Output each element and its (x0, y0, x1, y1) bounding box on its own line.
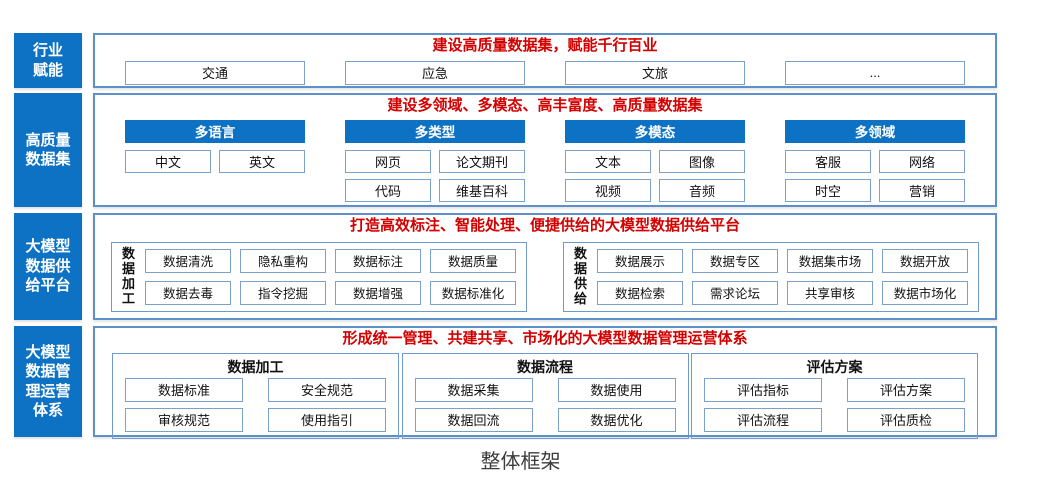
dataset-groups: 多语言 中文 英文 多类型 网页 论文期刊 代码 维基百科 (95, 119, 995, 208)
box-eval-plan: 评估方案 (847, 377, 965, 402)
box-data-usage: 数据使用 (557, 377, 676, 402)
header-data-processing-rules: 数据加工 (227, 358, 284, 375)
box-data-zone: 数据专区 (692, 248, 779, 273)
box-eval-process: 评估流程 (704, 407, 822, 432)
box-data-cleaning: 数据清洗 (145, 248, 232, 273)
box-customer-service: 客服 (785, 149, 871, 173)
box-data-collection: 数据采集 (414, 377, 533, 402)
box-privacy-reconstruction: 隐私重构 (240, 248, 327, 273)
box-wikipedia: 维基百科 (439, 178, 525, 202)
box-sharing-review: 共享审核 (787, 280, 874, 305)
box-eval-quality-check: 评估质检 (847, 407, 965, 432)
box-demand-forum: 需求论坛 (692, 280, 779, 305)
box-audio: 音频 (659, 178, 745, 202)
vlabel-data-supply: 数 据 供 给 (574, 245, 588, 306)
supply-panel: 打造高效标注、智能处理、便捷供给的大模型数据供给平台 数 据 加 工 数据清洗 … (93, 213, 997, 320)
box-transport: 交通 (125, 60, 305, 85)
group-data-supply: 数 据 供 给 数据展示 数据专区 数据集市场 数据开放 数据检索 需求论坛 共… (563, 241, 979, 312)
box-data-detox: 数据去毒 (145, 280, 232, 305)
box-image: 图像 (659, 149, 745, 173)
band4-title: 形成统一管理、共建共享、市场化的大模型数据管理运营体系 (342, 330, 748, 347)
box-english: 英文 (219, 149, 305, 173)
band-data-supply-platform: 大模型 数据供 给平台 打造高效标注、智能处理、便捷供给的大模型数据供给平台 数… (14, 213, 997, 320)
box-eval-metrics: 评估指标 (704, 377, 822, 402)
header-evaluation-plan: 评估方案 (806, 358, 863, 375)
box-video: 视频 (565, 178, 651, 202)
group-multimodal: 多模态 文本 图像 视频 音频 (565, 119, 745, 208)
box-data-augmentation: 数据增强 (335, 280, 422, 305)
diagram-caption: 整体框架 (480, 451, 561, 473)
group-data-processing: 数 据 加 工 数据清洗 隐私重构 数据标注 数据质量 数据去毒 指令挖掘 数据… (111, 241, 527, 312)
vlabel-data-processing: 数 据 加 工 (122, 245, 136, 306)
sidebar-item-industry-empowerment: 行业 赋能 (14, 33, 82, 88)
box-code: 代码 (345, 178, 431, 202)
box-spatiotemporal: 时空 (785, 178, 871, 202)
band3-title: 打造高效标注、智能处理、便捷供给的大模型数据供给平台 (349, 217, 740, 234)
box-data-quality: 数据质量 (430, 248, 517, 273)
header-multidomain: 多领域 (785, 119, 965, 143)
sidebar-item-high-quality-dataset: 高质量 数据集 (14, 93, 82, 207)
box-chinese: 中文 (125, 149, 211, 173)
band1-title: 建设高质量数据集，赋能千行百业 (432, 37, 658, 54)
box-review-spec: 审核规范 (125, 407, 243, 432)
box-data-display: 数据展示 (597, 248, 684, 273)
group-data-flow: 数据流程 数据采集 数据使用 数据回流 数据优化 (401, 352, 689, 439)
box-emergency: 应急 (345, 60, 525, 85)
sidebar-item-data-management-system: 大模型 数据管 理运营 体系 (14, 326, 82, 437)
band-data-management-system: 大模型 数据管 理运营 体系 形成统一管理、共建共享、市场化的大模型数据管理运营… (14, 326, 997, 439)
box-data-backflow: 数据回流 (414, 407, 533, 432)
box-papers-journals: 论文期刊 (439, 149, 525, 173)
box-data-standard: 数据标准 (125, 377, 243, 402)
box-security-spec: 安全规范 (268, 377, 386, 402)
supply-groups: 数 据 加 工 数据清洗 隐私重构 数据标注 数据质量 数据去毒 指令挖掘 数据… (95, 241, 995, 312)
box-data-annotation: 数据标注 (335, 248, 422, 273)
group-data-processing-rules: 数据加工 数据标准 安全规范 审核规范 使用指引 (112, 352, 399, 439)
box-data-retrieval: 数据检索 (597, 280, 684, 305)
header-multitype: 多类型 (345, 119, 525, 143)
band-industry-empowerment: 行业 赋能 建设高质量数据集，赋能千行百业 交通 应急 文旅 ... (14, 33, 997, 88)
sidebar-item-data-supply-platform: 大模型 数据供 给平台 (14, 213, 82, 320)
box-text: 文本 (565, 149, 651, 173)
group-multidomain: 多领域 客服 网络 时空 营销 (785, 119, 965, 208)
header-multilingual: 多语言 (125, 119, 305, 143)
box-culture-tourism: 文旅 (565, 60, 745, 85)
box-data-optimization: 数据优化 (557, 407, 676, 432)
box-marketing: 营销 (879, 178, 965, 202)
box-dataset-market: 数据集市场 (787, 248, 874, 273)
box-webpage: 网页 (345, 149, 431, 173)
box-data-marketization: 数据市场化 (882, 280, 969, 305)
group-multitype: 多类型 网页 论文期刊 代码 维基百科 (345, 119, 525, 208)
band2-title: 建设多领域、多模态、高丰富度、高质量数据集 (387, 97, 703, 114)
group-evaluation-plan: 评估方案 评估指标 评估方案 评估流程 评估质检 (691, 352, 978, 439)
box-usage-guide: 使用指引 (268, 407, 386, 432)
header-data-flow: 数据流程 (517, 358, 573, 375)
management-panel: 形成统一管理、共建共享、市场化的大模型数据管理运营体系 数据加工 数据标准 安全… (93, 326, 997, 439)
industry-panel: 建设高质量数据集，赋能千行百业 交通 应急 文旅 ... (93, 33, 997, 88)
box-more-industries: ... (785, 60, 965, 85)
box-instruction-mining: 指令挖掘 (240, 280, 327, 305)
header-multimodal: 多模态 (565, 119, 745, 143)
industry-boxes-row: 交通 应急 文旅 ... (95, 60, 995, 85)
band-high-quality-dataset: 高质量 数据集 建设多领域、多模态、高丰富度、高质量数据集 多语言 中文 英文 … (14, 93, 997, 207)
box-data-open: 数据开放 (882, 248, 969, 273)
box-network: 网络 (879, 149, 965, 173)
dataset-panel: 建设多领域、多模态、高丰富度、高质量数据集 多语言 中文 英文 多类型 网页 论… (93, 93, 997, 207)
group-multilingual: 多语言 中文 英文 (125, 119, 305, 208)
management-groups: 数据加工 数据标准 安全规范 审核规范 使用指引 数据流程 数据采集 数据使用 (95, 352, 995, 439)
box-data-standardization: 数据标准化 (430, 280, 517, 305)
